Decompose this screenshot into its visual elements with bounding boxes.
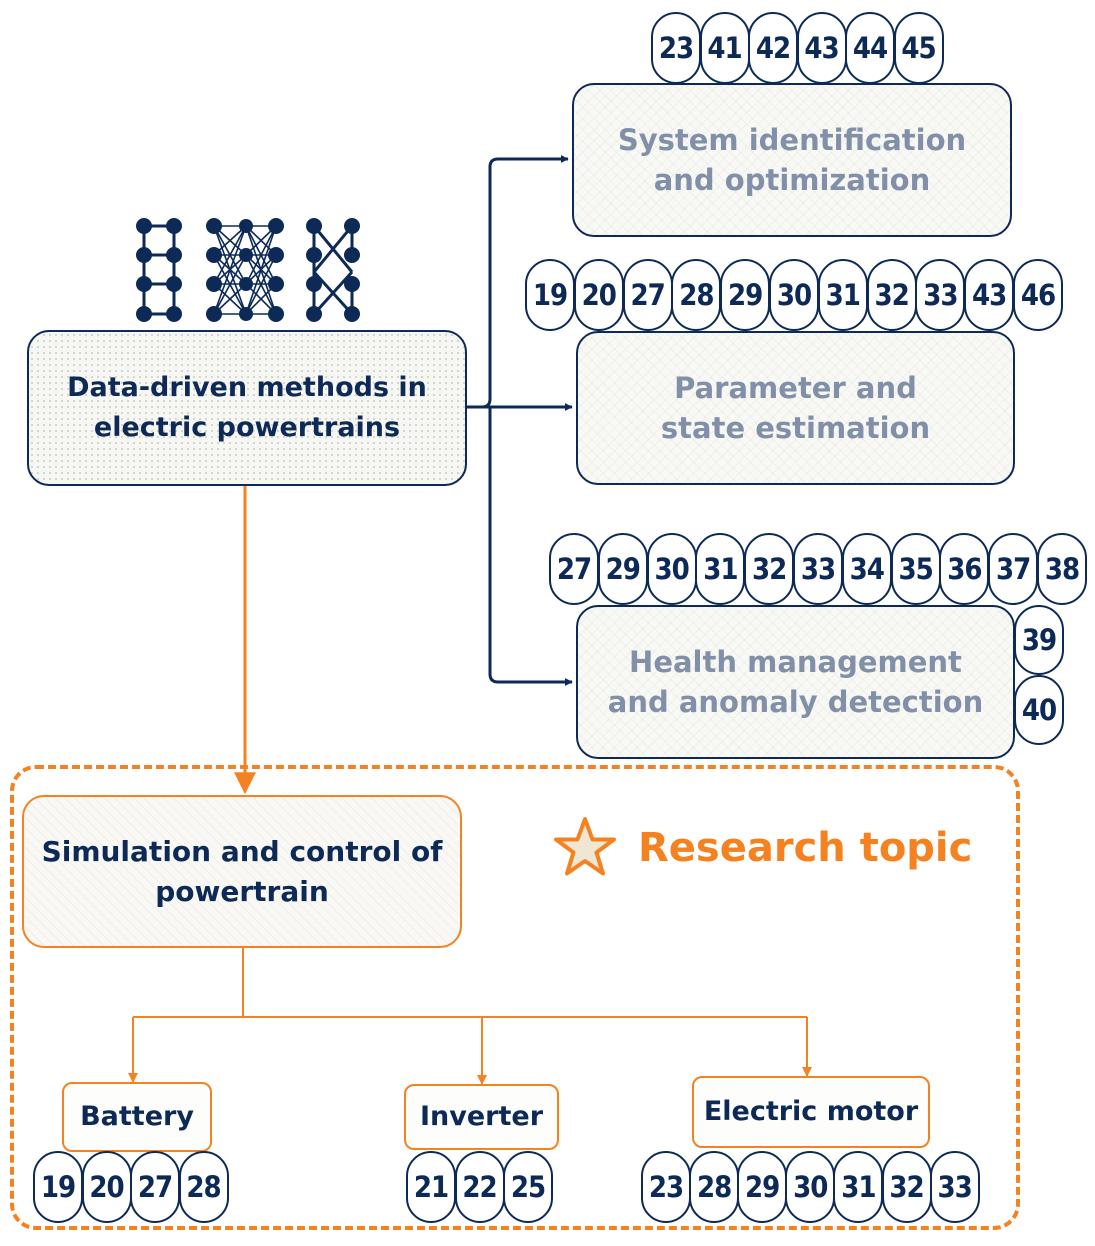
reference-pill: 21 [406, 1151, 456, 1223]
neural-net-dense-icon [206, 218, 284, 322]
reference-pill: 32 [866, 259, 917, 331]
reference-pill: 23 [651, 12, 701, 84]
reference-pill: 32 [881, 1151, 932, 1223]
reference-pill: 31 [833, 1151, 884, 1223]
connector-to-health [488, 407, 573, 686]
reference-pill: 29 [597, 533, 648, 605]
reference-pill: 33 [915, 259, 966, 331]
reference-pill: 46 [1013, 259, 1063, 331]
reference-pill: 20 [81, 1151, 132, 1223]
reference-pill: 22 [454, 1151, 505, 1223]
component-label-inverter: Inverter [419, 1101, 544, 1132]
component-node-battery: Battery [62, 1082, 212, 1152]
reference-pill: 25 [503, 1151, 553, 1223]
reference-pill: 28 [178, 1151, 229, 1223]
reference-pill: 27 [130, 1151, 180, 1223]
component-label-motor: Electric motor [703, 1096, 919, 1127]
component-node-motor: Electric motor [692, 1076, 930, 1148]
reference-pill: 20 [573, 259, 624, 331]
simulation-label: Simulation and control of powertrain [41, 834, 443, 908]
reference-pill: 39 [1014, 605, 1064, 675]
reference-pill: 30 [646, 533, 697, 605]
reference-pill: 43 [796, 12, 847, 84]
reference-pill: 37 [988, 533, 1039, 605]
reference-pill: 23 [641, 1151, 691, 1223]
reference-pill: 28 [689, 1151, 740, 1223]
reference-pill: 29 [720, 259, 771, 331]
research-topic-region [10, 765, 1020, 1230]
reference-pill: 30 [785, 1151, 836, 1223]
reference-pill: 28 [671, 259, 722, 331]
reference-pill: 43 [964, 259, 1015, 331]
reference-pill: 30 [769, 259, 819, 331]
application-label-health: Health management and anomaly detection [607, 645, 984, 719]
reference-pill: 41 [699, 12, 750, 84]
reference-pill: 40 [1014, 675, 1064, 745]
root-node: Data-driven methods in electric powertra… [27, 330, 467, 486]
component-label-battery: Battery [80, 1101, 194, 1132]
reference-pill: 44 [845, 12, 895, 84]
reference-pill: 29 [737, 1151, 788, 1223]
reference-pill: 19 [33, 1151, 83, 1223]
root-node-label: Data-driven methods in electric powertra… [67, 372, 427, 443]
reference-pill: 35 [890, 533, 941, 605]
simulation-node: Simulation and control of powertrain [22, 795, 462, 948]
reference-pill: 36 [939, 533, 990, 605]
neural-net-sparse-icon [306, 218, 360, 322]
application-node-sysid: System identification and optimization [572, 83, 1012, 237]
neural-net-ladder-icon [136, 218, 182, 322]
application-node-param: Parameter and state estimation [576, 331, 1015, 485]
reference-pill: 45 [893, 12, 944, 84]
reference-pill: 19 [525, 259, 575, 331]
reference-pill: 42 [748, 12, 798, 84]
component-node-inverter: Inverter [404, 1084, 559, 1150]
research-topic-legend: Research topic [552, 812, 972, 884]
reference-pill: 27 [549, 533, 599, 605]
reference-pill: 34 [841, 533, 892, 605]
reference-pill: 33 [929, 1151, 980, 1223]
reference-pill: 27 [622, 259, 673, 331]
application-label-param: Parameter and state estimation [660, 371, 931, 445]
reference-pill: 33 [793, 533, 843, 605]
research-topic-label: Research topic [638, 825, 973, 871]
application-label-sysid: System identification and optimization [617, 123, 967, 197]
star-icon [554, 817, 616, 876]
reference-pill: 31 [817, 259, 868, 331]
reference-pill: 32 [744, 533, 795, 605]
application-node-health: Health management and anomaly detection [576, 605, 1015, 759]
reference-pill: 31 [695, 533, 746, 605]
reference-pill: 38 [1037, 533, 1087, 605]
